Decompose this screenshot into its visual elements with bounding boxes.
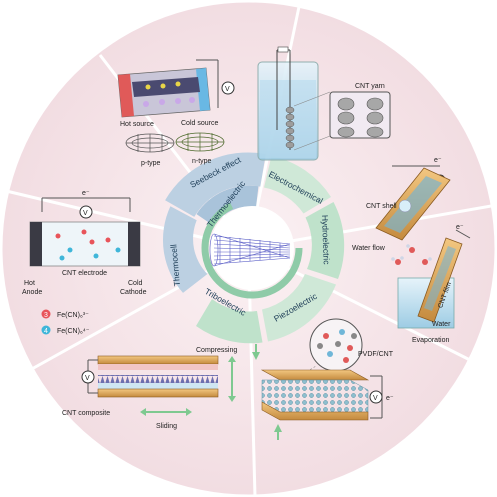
center-rings: Seebeck effect Thermoelectric Thermocell… — [162, 152, 345, 344]
label-n-type: n-type — [192, 158, 212, 165]
pvdf-molecules — [317, 329, 357, 363]
legend-fe-cn-3: Fe(CN)₆³⁻ — [57, 312, 89, 319]
svg-text:e⁻: e⁻ — [82, 190, 90, 197]
piezo-bottom-plate — [261, 401, 369, 421]
svg-text:Hot: Hot — [24, 280, 35, 287]
panel-triboelectric: V Compressing CNT composite Sliding — [62, 347, 237, 430]
nanotube-n-icon — [175, 132, 225, 152]
label-water: Water — [432, 321, 451, 328]
piezo-cnt-array — [261, 379, 369, 413]
voltmeter-icon-thermocell — [79, 205, 93, 219]
label-hydroelectric: Hydroelectric — [320, 215, 332, 266]
svg-text:V: V — [83, 210, 88, 217]
ions — [55, 229, 121, 261]
nanotube-p-icon — [125, 133, 175, 153]
voltmeter-icon-tribo — [81, 370, 95, 384]
svg-text:3: 3 — [44, 312, 48, 319]
svg-text:V: V — [225, 86, 230, 93]
voltmeter-icon-piezo — [369, 390, 383, 404]
panel-electrochemical: CNT yarn — [257, 46, 391, 161]
label-cnt-composite: CNT composite — [62, 410, 110, 417]
voltmeter-icon — [221, 81, 235, 95]
svg-text:V: V — [373, 395, 378, 402]
tribo-spikes — [98, 375, 218, 383]
tribo-bottom-plate — [97, 388, 219, 398]
ring-hydroelectric — [305, 202, 345, 279]
label-p-type: p-type — [141, 160, 161, 167]
label-pvdf-cnt: PVDF/CNT — [358, 351, 394, 358]
svg-text:e⁻: e⁻ — [434, 157, 442, 164]
label-cnt-electrode: CNT electrode — [62, 270, 107, 277]
cnt-cone-icon — [209, 233, 291, 267]
water-molecules — [391, 244, 432, 265]
label-hot-source: Hot source — [120, 121, 154, 128]
ion-legend: 3 Fe(CN)₆³⁻ 4 Fe(CN)₆⁴⁻ — [41, 309, 90, 335]
label-thermocell: Thermocell — [168, 244, 182, 287]
panel-piezoelectric: PVDF/CNT V e⁻ — [252, 318, 394, 440]
ring-piezoelectric — [262, 274, 336, 342]
svg-text:4: 4 — [44, 328, 48, 335]
panel-hydroelectric: e⁻ CNT shell Water flow e⁻ CNT film Wate… — [352, 157, 471, 344]
label-hot-anode: Anode — [22, 289, 42, 296]
svg-text:V: V — [85, 375, 90, 382]
press-arrow-down-icon — [252, 352, 260, 360]
tribo-top-plate — [97, 355, 219, 365]
label-compressing: Compressing — [196, 347, 237, 354]
thermocell-box — [29, 221, 141, 267]
legend-fe-cn-4: Fe(CN)₆⁴⁻ — [57, 328, 90, 335]
label-sliding: Sliding — [156, 423, 177, 430]
inner-ring — [201, 197, 303, 299]
svg-text:e⁻: e⁻ — [456, 224, 464, 231]
panel-thermoelectric: V Hot source Cold source p-type n-type — [117, 59, 235, 167]
cnt-yarn-icon — [285, 106, 295, 149]
ring-thermocell-blue — [162, 206, 208, 293]
press-arrow-up-icon — [274, 424, 282, 432]
label-water-flow: Water flow — [352, 245, 386, 252]
label-cnt-shell: CNT shell — [366, 203, 397, 210]
ring-triboelectric — [196, 299, 263, 344]
ring-electrochemical — [264, 156, 331, 214]
label-cold-source: Cold source — [181, 120, 218, 127]
label-cold-cathode: Cathode — [120, 289, 147, 296]
label-cnt-yarn: CNT yarn — [355, 83, 385, 90]
svg-text:Cold: Cold — [128, 280, 143, 287]
label-evaporation: Evaporation — [412, 337, 449, 344]
piezo-top-plate — [260, 369, 370, 381]
svg-text:e⁻: e⁻ — [386, 395, 394, 402]
ring-outer-blue — [165, 152, 266, 217]
panel-thermocell: V e⁻ CNT electrode Hot Anode Cold Cathod… — [22, 190, 147, 335]
